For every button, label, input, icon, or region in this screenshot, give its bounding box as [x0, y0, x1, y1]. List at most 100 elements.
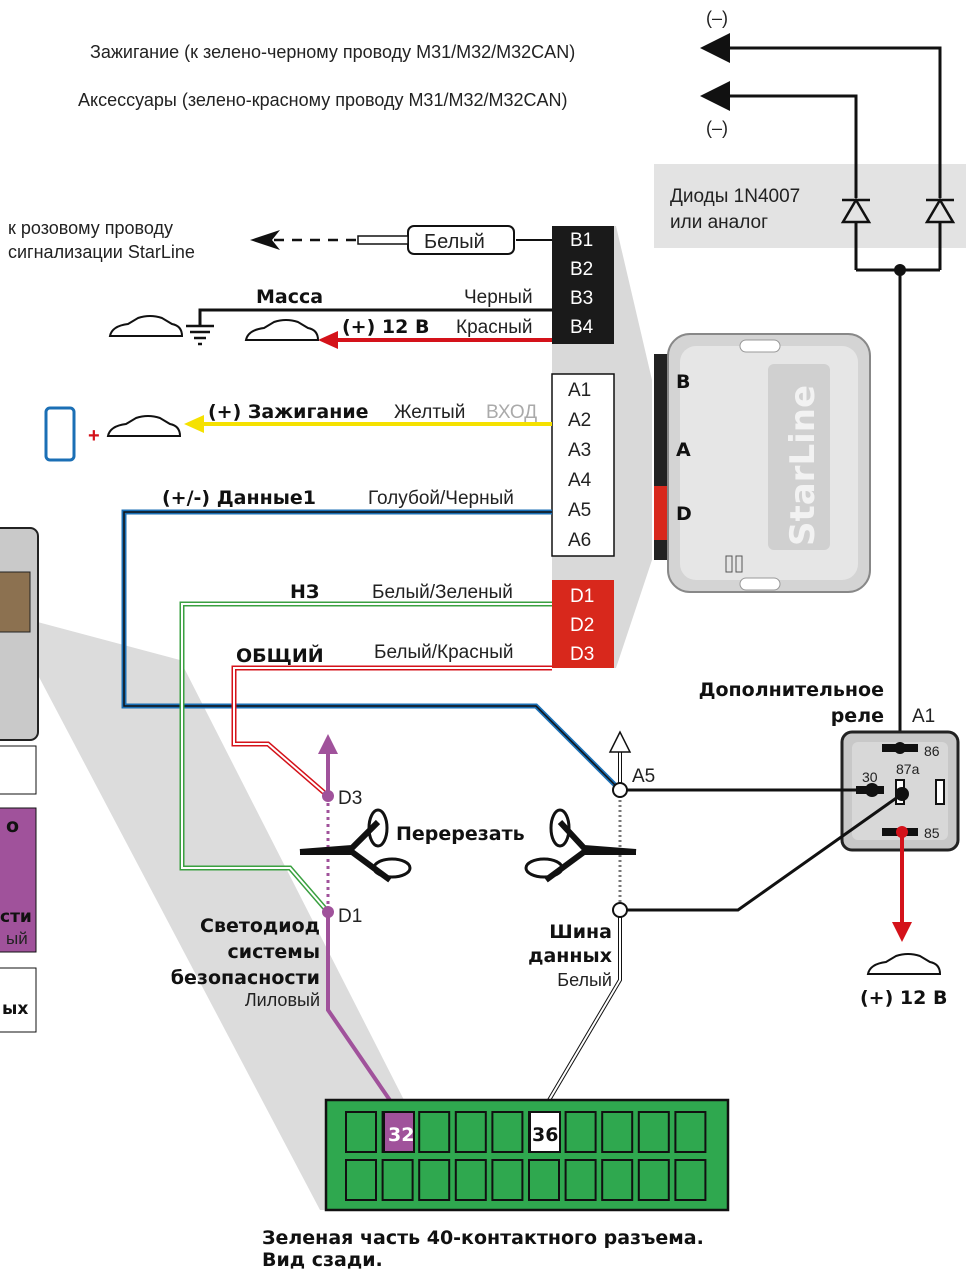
- minus-label-top: (–): [706, 8, 728, 28]
- ground-label: Масса: [256, 286, 323, 308]
- common-label: ОБЩИЙ: [236, 644, 324, 667]
- black-label: Черный: [464, 287, 533, 308]
- plug-cell: [418, 1111, 451, 1153]
- plus12-label: (+) 12 В: [342, 316, 429, 338]
- connector-a: [551, 373, 615, 557]
- a5-node: [612, 782, 628, 798]
- connector-b: [552, 226, 614, 344]
- red-label: Красный: [456, 317, 532, 338]
- diodes-label-1: Диоды 1N4007: [670, 186, 800, 207]
- bus-to-relay87a: [620, 792, 903, 912]
- plug-cell: [528, 1159, 560, 1201]
- port-d-label: D: [676, 503, 692, 525]
- plug-cell: [601, 1159, 634, 1201]
- plug-cell: [674, 1159, 707, 1201]
- phone-icon: [44, 406, 76, 462]
- d3-label: D3: [338, 788, 362, 809]
- led-label-1: Светодиод: [200, 915, 320, 937]
- cut-label: Перерезать: [396, 823, 525, 845]
- pink-note-1: к розовому проводу: [8, 218, 173, 238]
- car-icon-ign: [106, 415, 182, 437]
- left-frag-box: [0, 967, 37, 1033]
- d1-label: D1: [338, 906, 362, 927]
- relay-87a: 87a: [896, 761, 920, 777]
- module-brand: StarLine: [783, 385, 823, 546]
- input-label: ВХОД: [486, 402, 537, 423]
- led-label-2: системы: [228, 941, 320, 963]
- plug-cell: [345, 1111, 377, 1153]
- yellow-label: Желтый: [394, 402, 465, 423]
- plug-caption-1: Зеленая часть 40-контактного разъема.: [262, 1227, 704, 1249]
- plug-cell: [491, 1159, 524, 1201]
- port-b-label: B: [676, 371, 690, 393]
- relay-86-dot: [894, 742, 906, 754]
- bus-label-2: данных: [528, 945, 612, 967]
- data1-label: (+/-) Данные1: [162, 487, 316, 509]
- blue-black-label: Голубой/Черный: [368, 488, 514, 509]
- plug-cell: [491, 1111, 524, 1153]
- plug-cell: [454, 1159, 487, 1201]
- pin-d3: D3: [570, 644, 594, 665]
- bus-color: Белый: [557, 970, 612, 990]
- pin-a6: A6: [568, 530, 591, 551]
- ground-wire: [198, 308, 552, 326]
- plug-cell: [345, 1159, 377, 1201]
- relay-85: 85: [924, 825, 940, 841]
- diode-panel: [654, 164, 966, 248]
- plug-cell: [637, 1159, 670, 1201]
- acc-note: Аксессуары (зелено-красному проводу M31/…: [78, 90, 568, 110]
- car-icon-ground: [108, 315, 184, 337]
- pin-32-cell: [383, 1111, 415, 1153]
- a5-label: A5: [632, 766, 655, 787]
- relay-out-arrow-icon: [892, 922, 912, 942]
- b1-arrow-icon: [250, 230, 280, 250]
- plug-cell: [454, 1111, 487, 1153]
- bus-node: [612, 902, 628, 918]
- plug-cell: [601, 1111, 634, 1153]
- common-wire-core: [233, 667, 552, 797]
- yellow-arrow-icon: [184, 415, 204, 433]
- plug-cell: [381, 1159, 414, 1201]
- led-label-3: безопасности: [171, 967, 320, 989]
- port-a-label: A: [676, 439, 691, 461]
- pin-a4: A4: [568, 470, 592, 491]
- left-purple-box: [0, 807, 37, 953]
- connector-d: [552, 580, 614, 668]
- pink-note-2: сигнализации StarLine: [8, 242, 195, 262]
- pin-b4: B4: [570, 317, 594, 338]
- scissors-left-icon: [299, 808, 412, 883]
- led-color: Лиловый: [245, 990, 320, 1010]
- car-icon-plus12: [244, 319, 320, 341]
- diodes-label-2: или аналог: [670, 212, 768, 233]
- d1-node: [322, 906, 334, 918]
- pin-b1: B1: [570, 230, 593, 251]
- pin-36-label: 36: [532, 1124, 558, 1146]
- left-white-box: [0, 745, 37, 795]
- b1-wire-sleeve: [357, 235, 409, 245]
- relay-plus12: (+) 12 В: [860, 987, 947, 1009]
- plug-cell: [564, 1159, 597, 1201]
- pin-a1: A1: [568, 380, 591, 401]
- pin-32-label: 32: [388, 1124, 414, 1146]
- bus-up-arrow-icon: [608, 730, 632, 753]
- common-wire: [231, 665, 552, 798]
- ignition-wire: [700, 33, 942, 198]
- left-frag-3: ый: [6, 929, 28, 948]
- pin-a2: A2: [568, 410, 591, 431]
- bus-label-1: Шина: [549, 921, 612, 943]
- pin-a3: A3: [568, 440, 591, 461]
- led-up-arrow-icon: [318, 734, 338, 754]
- plug-cell: [564, 1111, 597, 1153]
- red-arrow-icon: [318, 331, 338, 349]
- bus-lower-core: [541, 910, 621, 1113]
- relay-pin-87: [935, 779, 945, 805]
- plug-cell: [418, 1159, 451, 1201]
- acc-wire: [700, 81, 858, 198]
- left-frag-2: сти: [0, 907, 32, 927]
- pin-b2: B2: [570, 259, 593, 280]
- white-green-label: Белый/Зеленый: [372, 582, 513, 603]
- relay-30: 30: [862, 769, 878, 785]
- plug-cell: [674, 1111, 707, 1153]
- nc-label: НЗ: [290, 581, 319, 603]
